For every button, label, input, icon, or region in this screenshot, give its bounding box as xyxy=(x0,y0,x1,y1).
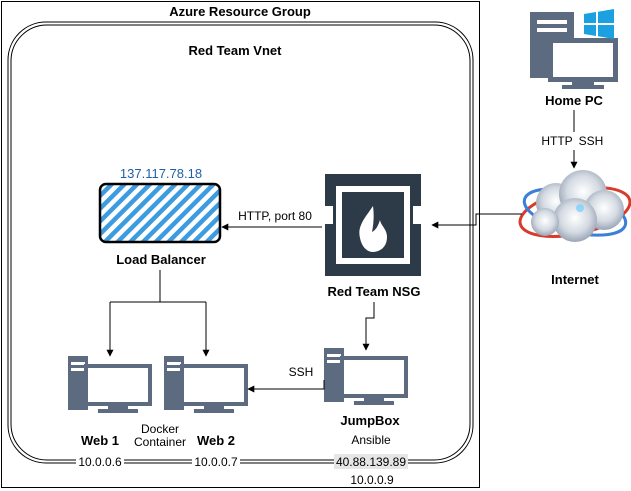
jumpbox-public-ip: 40.88.139.89 xyxy=(336,455,406,469)
jump-to-web-label: SSH xyxy=(289,365,314,379)
home-http-label: HTTP xyxy=(541,134,572,148)
load-balancer-node[interactable] xyxy=(98,182,222,244)
resource-group-frame xyxy=(1,1,480,488)
nsg-icon[interactable] xyxy=(325,174,421,276)
web1-ip: 10.0.0.6 xyxy=(78,455,122,469)
jumpbox-ip: 10.0.0.9 xyxy=(350,473,394,487)
edge-lb-to-webs xyxy=(106,270,210,357)
load-balancer-ip: 137.117.78.18 xyxy=(120,166,202,181)
jumpbox-server-icon[interactable] xyxy=(324,348,408,405)
web2-server-icon[interactable] xyxy=(164,356,248,413)
vnet-frame xyxy=(7,21,474,464)
web1-label: Web 1 xyxy=(81,433,119,448)
internet-cloud-icon[interactable] xyxy=(516,170,631,245)
internet-label: Internet xyxy=(551,272,599,287)
resource-group-title: Azure Resource Group xyxy=(169,4,311,19)
load-balancer-label: Load Balancer xyxy=(116,252,206,267)
edge-jumpbox-to-web2 xyxy=(247,380,325,393)
home-ssh-label: SSH xyxy=(579,134,604,148)
home-pc-label: Home PC xyxy=(545,93,603,108)
docker-label-line2: Container xyxy=(134,435,186,449)
web2-ip: 10.0.0.7 xyxy=(194,455,238,469)
web2-label: Web 2 xyxy=(197,433,235,448)
windows-logo-icon xyxy=(584,9,614,39)
vnet-title: Red Team Vnet xyxy=(189,43,283,58)
jumpbox-label: JumpBox xyxy=(340,413,400,428)
edge-internet-to-nsg xyxy=(431,213,522,229)
web1-server-icon[interactable] xyxy=(68,356,152,413)
nsg-label: Red Team NSG xyxy=(328,284,421,299)
jumpbox-sublabel: Ansible xyxy=(351,433,391,447)
nsg-to-lb-label: HTTP, port 80 xyxy=(238,209,312,223)
home-pc-icon[interactable] xyxy=(530,9,618,89)
docker-label-line1: Docker xyxy=(141,422,179,436)
edge-nsg-to-jumpbox xyxy=(362,302,375,351)
